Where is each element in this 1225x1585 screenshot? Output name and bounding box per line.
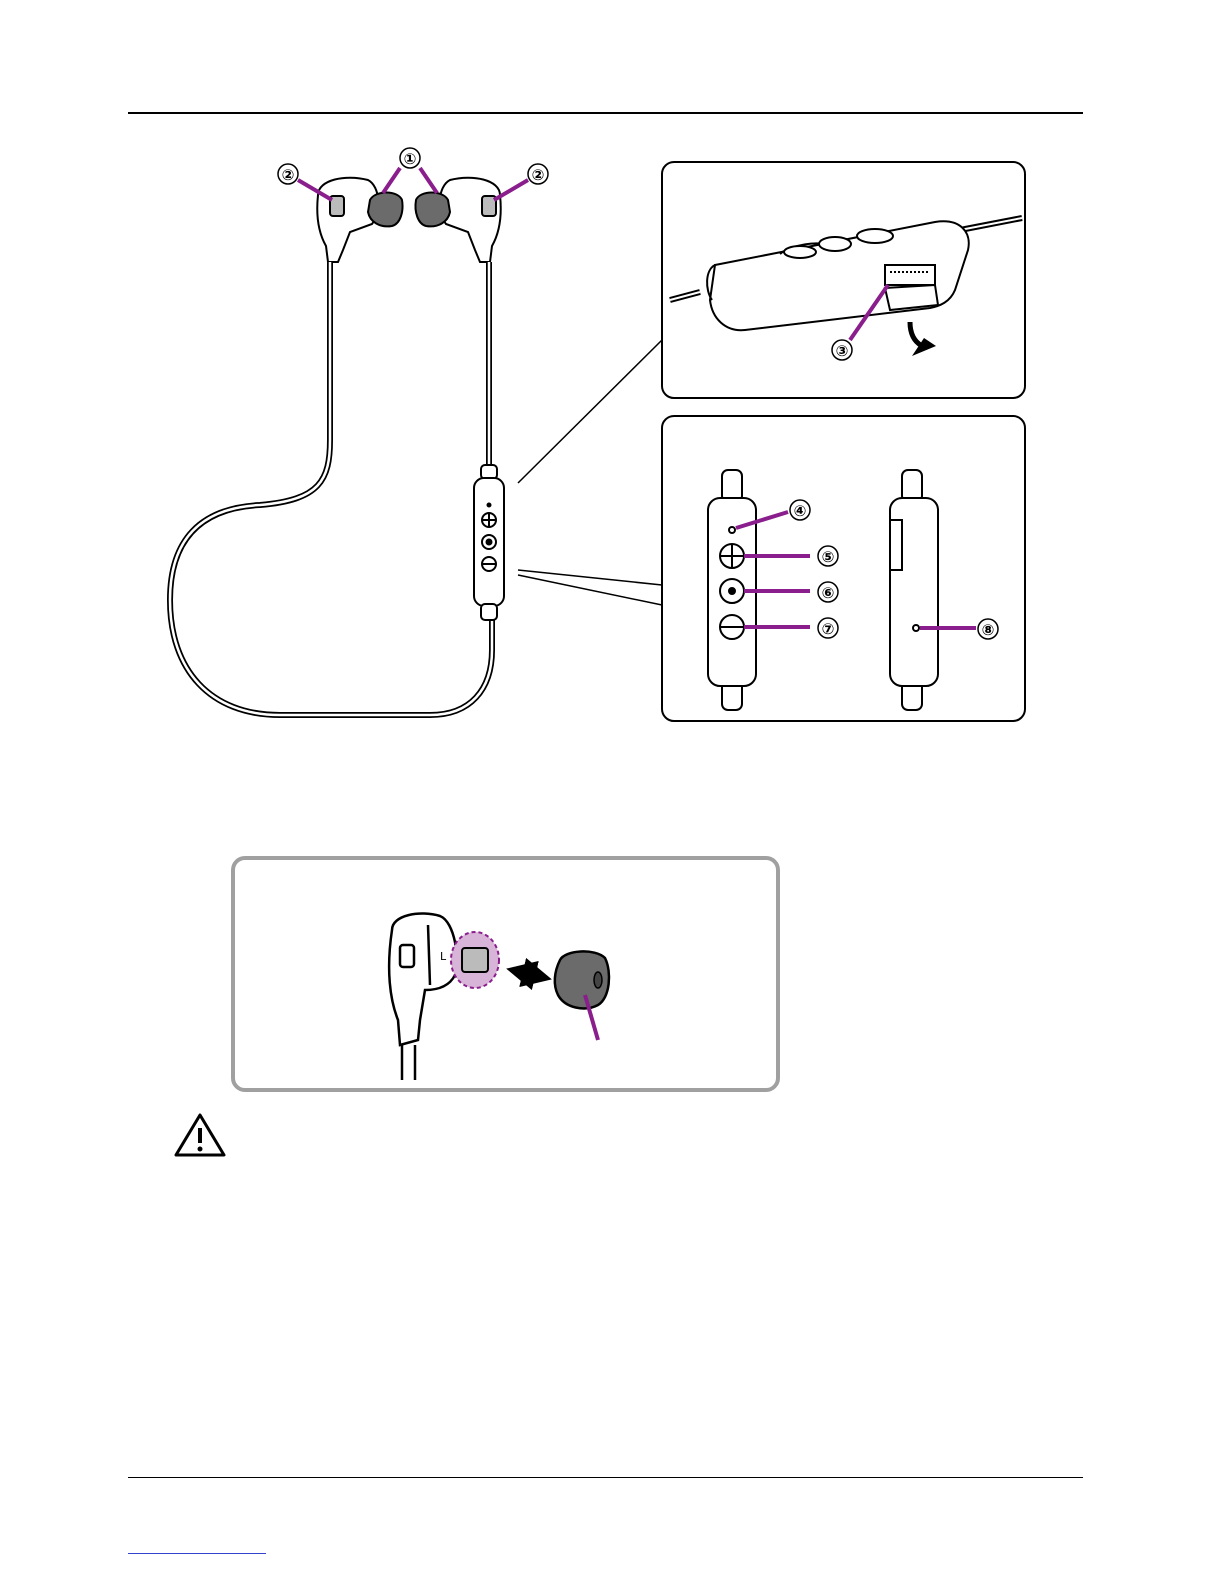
svg-text:①: ① bbox=[404, 150, 417, 168]
footer-rule bbox=[128, 1477, 1083, 1478]
callout-8: ⑧ bbox=[978, 619, 998, 639]
inline-remote bbox=[474, 465, 504, 620]
svg-text:⑦: ⑦ bbox=[822, 620, 835, 638]
svg-text:②: ② bbox=[532, 166, 545, 184]
callout-4: ④ bbox=[790, 500, 810, 520]
callout-2-left: ② bbox=[278, 164, 298, 184]
callout-1: ① bbox=[400, 148, 420, 168]
headset-overview bbox=[170, 178, 662, 715]
svg-text:④: ④ bbox=[794, 502, 807, 520]
eartip-replacement-panel: L bbox=[233, 858, 778, 1090]
left-mark-label: L bbox=[440, 950, 447, 963]
svg-text:⑧: ⑧ bbox=[982, 621, 995, 639]
callout-5: ⑤ bbox=[818, 546, 838, 566]
callout-7: ⑦ bbox=[818, 618, 838, 638]
nozzle bbox=[462, 948, 488, 972]
usb-port-detail-panel: ③ bbox=[662, 162, 1025, 398]
svg-text:⑤: ⑤ bbox=[822, 548, 835, 566]
svg-text:③: ③ bbox=[836, 342, 849, 360]
callout-6: ⑥ bbox=[818, 582, 838, 602]
left-earbud bbox=[317, 178, 402, 262]
warning-triangle-icon bbox=[176, 1115, 224, 1155]
callout-2-right: ② bbox=[528, 164, 548, 184]
remote-back bbox=[890, 470, 938, 710]
right-earbud bbox=[415, 178, 500, 262]
svg-text:②: ② bbox=[282, 166, 295, 184]
callout-3: ③ bbox=[832, 340, 852, 360]
svg-text:⑥: ⑥ bbox=[822, 584, 835, 602]
footer-link-underline[interactable] bbox=[128, 1553, 266, 1554]
remote-detail-panel: ④ ⑤ ⑥ ⑦ ⑧ bbox=[662, 416, 1025, 721]
